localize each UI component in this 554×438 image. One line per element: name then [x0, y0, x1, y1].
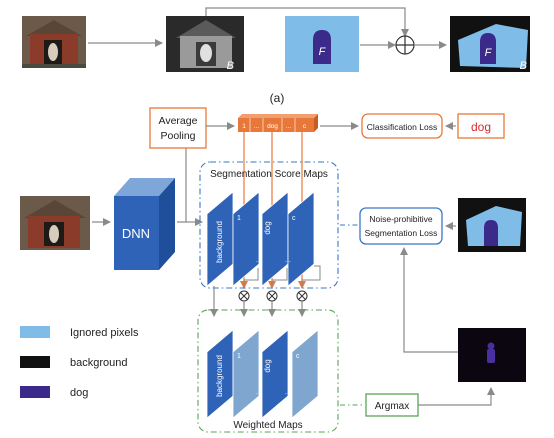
legend-item-background: background: [20, 356, 128, 369]
combined-output-map: F B: [450, 16, 530, 72]
weighted-maps: background 1 dog c ... ... Weighted Maps: [197, 309, 339, 433]
target-map: [458, 198, 526, 252]
weighted-ellipsis-2: ...: [285, 389, 291, 396]
score-map-c: c: [287, 191, 315, 287]
input-photo-top: [22, 16, 86, 68]
b-label-1: B: [227, 60, 234, 72]
legend-label-background: background: [70, 357, 128, 369]
vector-cell-5: c: [303, 123, 307, 130]
element-sum-operator: [395, 35, 415, 55]
input-photo-bottom: [20, 196, 90, 250]
dnn-label: DNN: [122, 226, 150, 241]
legend: Ignored pixels background dog: [20, 326, 139, 399]
multiply-operator-1: [238, 290, 250, 302]
weighted-map-c: c: [291, 329, 319, 419]
weighted-label-bg: background: [215, 355, 224, 397]
weighted-map-1: 1: [232, 329, 260, 419]
grayscale-b-image: B: [166, 16, 244, 72]
argmax-box: Argmax: [365, 393, 419, 417]
foreground-map: F: [285, 16, 359, 72]
class-label: dog: [471, 120, 491, 134]
classification-loss-box: Classification Loss: [361, 113, 443, 139]
vector-cell-1: 1: [242, 123, 246, 130]
legend-item-dog: dog: [20, 386, 88, 399]
class-score-vector: 1 ... dog ... c: [238, 114, 318, 132]
score-map-1: 1: [232, 191, 260, 287]
class-label-box: dog: [457, 113, 505, 139]
weighted-label-1: 1: [237, 353, 241, 360]
legend-item-ignored: Ignored pixels: [20, 326, 139, 339]
score-map-dog: dog: [261, 191, 289, 287]
score-map-label-bg: background: [215, 221, 224, 263]
dnn-block: DNN: [114, 178, 175, 270]
segmentation-loss-box: Noise-prohibitive Segmentation Loss: [359, 207, 443, 245]
b-label-2: B: [520, 60, 527, 72]
f-label-2: F: [485, 47, 493, 59]
vector-cell-2: ...: [254, 123, 260, 130]
seg-loss-line-1: Noise-prohibitive: [369, 214, 433, 224]
vector-cell-3: dog: [267, 123, 278, 130]
score-map-background: background: [206, 191, 234, 287]
classification-loss-label: Classification Loss: [367, 122, 437, 132]
weighted-map-dog: dog: [261, 329, 289, 419]
segmentation-score-maps: Segmentation Score Maps background 1 dog…: [199, 161, 339, 289]
weighted-maps-title: Weighted Maps: [233, 420, 302, 431]
panel-label: (a): [270, 91, 285, 105]
pooling-line-2: Pooling: [160, 130, 195, 142]
pooling-line-1: Average: [159, 115, 198, 127]
score-map-label-1: 1: [237, 215, 241, 222]
legend-label-dog: dog: [70, 387, 88, 399]
average-pooling-box: Average Pooling: [149, 107, 207, 149]
vector-cell-4: ...: [286, 123, 292, 130]
seg-loss-line-2: Segmentation Loss: [365, 228, 438, 238]
weighted-label-c: c: [296, 353, 300, 360]
weighted-ellipsis-1: ...: [256, 389, 262, 396]
weighted-label-dog: dog: [263, 359, 272, 372]
score-map-label-c: c: [292, 215, 296, 222]
score-maps-title: Segmentation Score Maps: [210, 169, 328, 180]
weighted-map-background: background: [206, 329, 234, 419]
multiply-operator-2: [266, 290, 278, 302]
score-map-label-dog: dog: [263, 221, 272, 234]
multiply-operator-3: [296, 290, 308, 302]
score-ellipsis-2: ...: [285, 257, 291, 264]
f-label: F: [319, 46, 327, 58]
score-ellipsis-1: ...: [256, 257, 262, 264]
top-row: B F F B (a): [22, 7, 530, 105]
argmax-label: Argmax: [375, 401, 409, 412]
legend-label-ignored: Ignored pixels: [70, 327, 139, 339]
pseudo-label-map: [458, 328, 526, 382]
